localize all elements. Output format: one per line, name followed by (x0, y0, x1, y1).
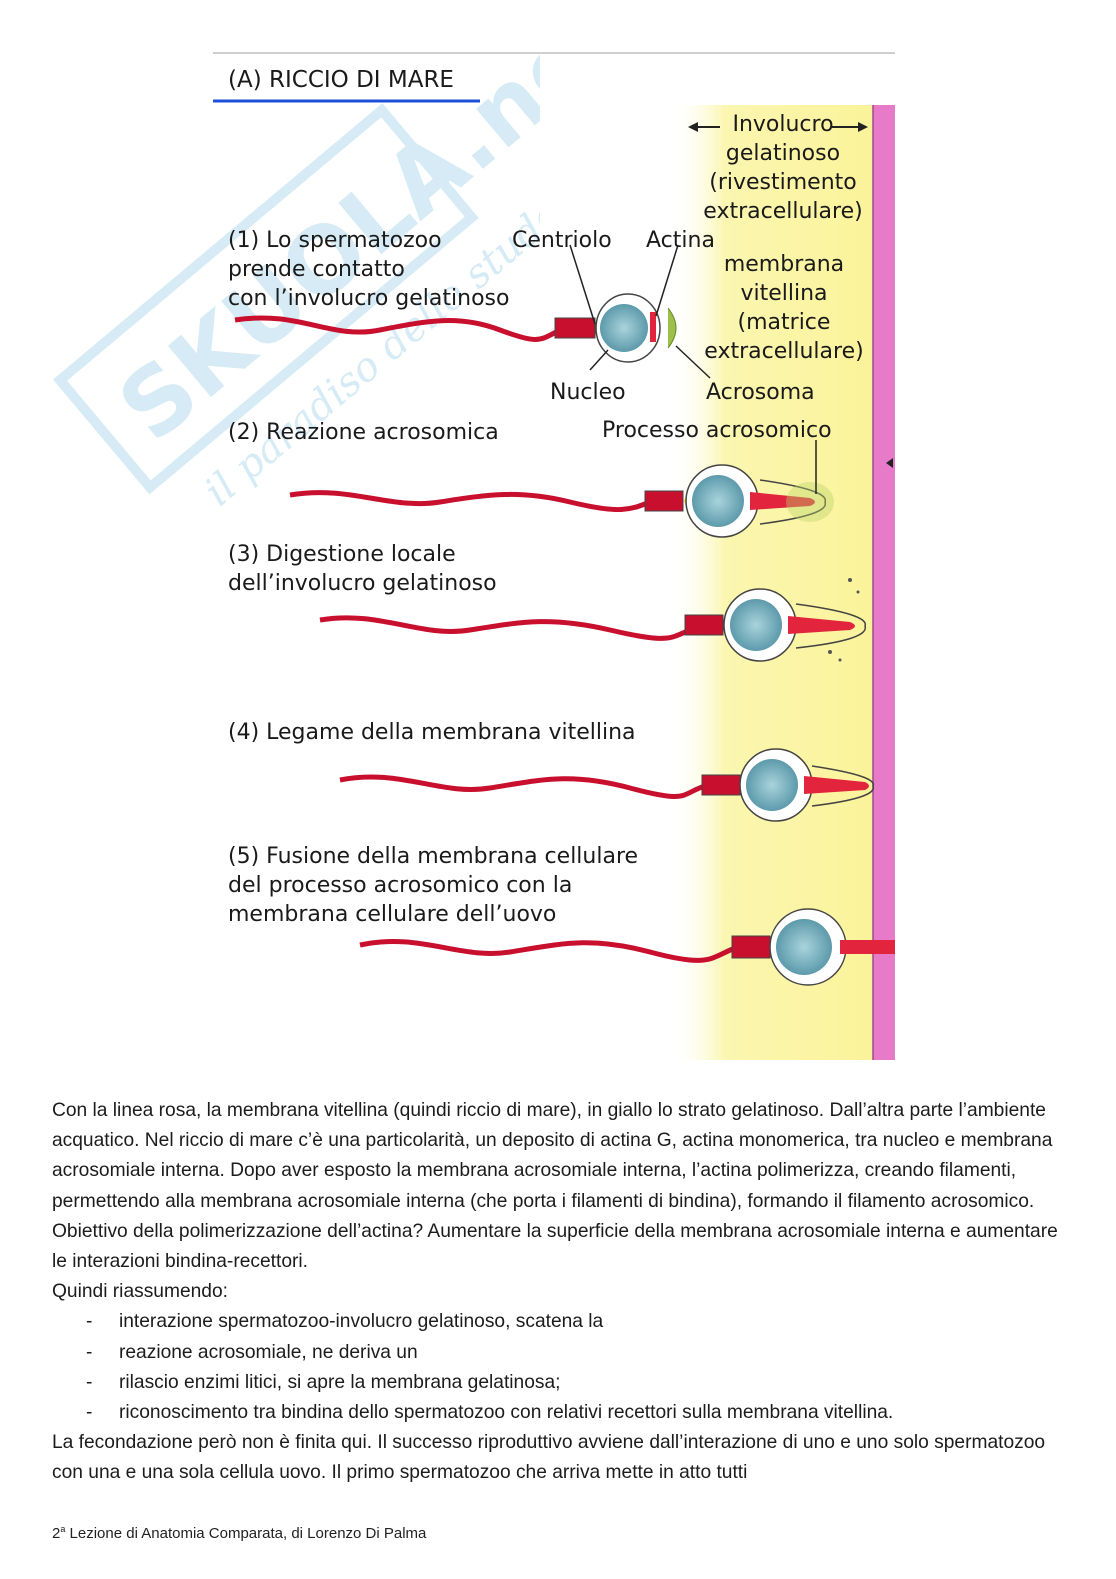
sperm-step-2 (289, 440, 834, 538)
jelly-coat (675, 105, 875, 1060)
label-step-3: (3) Digestione locale dell’involucro gel… (228, 542, 497, 596)
fertilization-figure: (A) RICCIO DI MARE Involucro gelatinoso … (210, 40, 900, 1070)
summary-list: -interazione spermatozoo-involucro gelat… (52, 1307, 1062, 1428)
list-item: -interazione spermatozoo-involucro gelat… (52, 1307, 1062, 1337)
label-nucleo: Nucleo (550, 380, 626, 405)
sperm-step-5 (359, 908, 895, 986)
figure-artwork (213, 52, 895, 1060)
sperm-step-1 (234, 244, 711, 379)
label-step-4: (4) Legame della membrana vitellina (228, 720, 636, 745)
vitelline-membrane (873, 105, 895, 1060)
list-item: -riconoscimento tra bindina dello sperma… (52, 1398, 1062, 1428)
label-step-2: (2) Reazione acrosomica (228, 420, 499, 445)
panel-title: (A) RICCIO DI MARE (228, 67, 454, 93)
label-actina: Actina (646, 228, 715, 253)
summary-intro: Quindi riassumendo: (52, 1281, 228, 1303)
label-step-1: (1) Lo spermatozoo prende contatto con l… (228, 228, 510, 311)
closing-paragraph: La fecondazione però non è finita qui. I… (52, 1432, 1046, 1484)
sperm-step-3 (319, 578, 866, 662)
label-processo-acrosomico: Processo acrosomico (602, 418, 832, 443)
list-item: -rilascio enzimi litici, si apre la memb… (52, 1368, 1062, 1398)
sperm-step-4 (339, 748, 874, 822)
label-involucro: Involucro gelatinoso (rivestimento extra… (703, 112, 863, 224)
label-step-5: (5) Fusione della membrana cellulare del… (228, 844, 639, 927)
label-acrosoma: Acrosoma (706, 380, 815, 405)
page-footer: 2a Lezione di Anatomia Comparata, di Lor… (52, 1524, 426, 1542)
label-centriolo: Centriolo (512, 228, 612, 253)
list-marker: - (86, 1371, 93, 1393)
label-membrana-vitellina: membrana vitellina (matrice extracellula… (704, 252, 864, 364)
list-item: -reazione acrosomiale, ne deriva un (52, 1338, 1062, 1368)
list-marker: - (86, 1341, 93, 1363)
footer-text: Lezione di Anatomia Comparata, di Lorenz… (65, 1525, 427, 1542)
body-text: Con la linea rosa, la membrana vitellina… (52, 1096, 1062, 1489)
list-marker: - (86, 1311, 93, 1333)
list-marker: - (86, 1402, 93, 1424)
footer-ordinal-sup: a (60, 1524, 66, 1534)
footer-ordinal: 2 (52, 1525, 61, 1542)
body-paragraph: Con la linea rosa, la membrana vitellina… (52, 1100, 1058, 1273)
